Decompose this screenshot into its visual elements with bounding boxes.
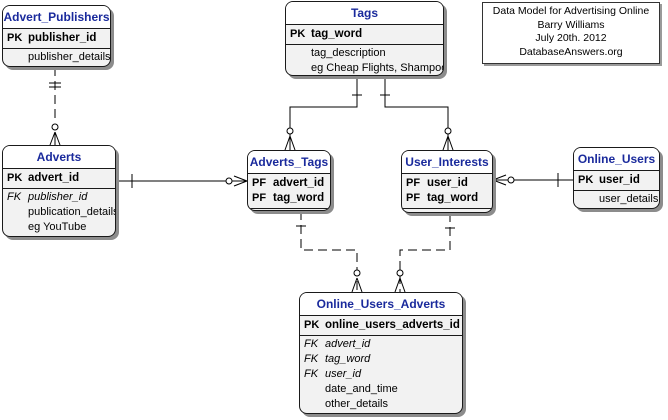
entity-title: Advert_Publishers <box>3 6 110 29</box>
attribute-field: date_and_time <box>304 382 458 397</box>
entity-online-users[interactable]: Online_Users PK user_id user_details <box>573 147 660 209</box>
field-name: advert_id <box>273 177 325 189</box>
relation-user-interests-online-users-adverts <box>394 213 455 293</box>
relation-publishers-adverts <box>49 67 61 146</box>
field-name: tag_word <box>273 192 325 204</box>
attribute-field: publisher_details <box>7 50 110 65</box>
entity-adverts[interactable]: Adverts PK advert_id FK publisher_id pub… <box>2 145 116 237</box>
attribute-field: eg Cheap Flights, Shampoo <box>290 61 443 75</box>
field-name: eg Cheap Flights, Shampoo <box>311 62 444 74</box>
pf-field: PF tag_word <box>252 191 326 206</box>
field-name: eg YouTube <box>28 221 87 233</box>
field-name: tag_word <box>311 28 363 40</box>
entity-adverts-tags[interactable]: Adverts_Tags PF advert_id PF tag_word <box>247 150 331 211</box>
relation-tags-adverts-tags <box>284 76 362 151</box>
fk-field: FK publisher_id <box>7 190 111 205</box>
attribute-field: publication_details <box>7 205 115 220</box>
field-name: advert_id <box>325 338 371 350</box>
field-name: publication_details <box>28 206 116 218</box>
note-title: Data Model for Advertising Online <box>492 5 650 17</box>
entity-title: User_Interests <box>402 151 492 174</box>
pk-field: PK user_id <box>578 173 655 188</box>
key-label: PK <box>290 28 306 40</box>
note-date: July 20th. 2012 <box>535 32 607 44</box>
field-name: tag_word <box>427 192 479 204</box>
key-label: PK <box>304 319 320 331</box>
field-name: user_id <box>325 368 362 380</box>
fk-field: FK user_id <box>304 367 458 382</box>
pk-field: PK advert_id <box>7 171 111 186</box>
note-website: DatabaseAnswers.org <box>519 45 623 58</box>
key-label: PK <box>7 32 23 44</box>
relation-adverts-tags-online-users-adverts <box>296 211 363 293</box>
field-name: other_details <box>325 398 388 410</box>
fk-field: FK advert_id <box>304 337 458 352</box>
attribute-field: tag_description <box>290 46 439 61</box>
entity-title: Adverts <box>3 146 115 169</box>
relation-tags-user-interests <box>380 76 454 151</box>
key-label: FK <box>7 191 22 203</box>
field-name: online_users_adverts_id <box>325 319 460 331</box>
key-label: PF <box>252 177 267 189</box>
key-label: PF <box>406 177 421 189</box>
key-label: FK <box>304 353 319 365</box>
entity-title: Tags <box>286 2 443 25</box>
key-label: PF <box>406 192 421 204</box>
pf-field: PF user_id <box>406 176 488 191</box>
relation-adverts-adverts-tags <box>116 174 248 188</box>
key-label: PK <box>578 174 594 186</box>
entity-tags[interactable]: Tags PK tag_word tag_description eg Chea… <box>285 1 444 76</box>
field-name: tag_word <box>325 353 371 365</box>
field-name: publisher_details <box>28 51 111 63</box>
attribute-field: user_details <box>578 192 659 207</box>
field-name: tag_description <box>311 47 386 59</box>
field-name: publisher_id <box>28 191 88 203</box>
key-label: FK <box>304 338 319 350</box>
attribute-field: eg YouTube <box>7 220 111 235</box>
field-name: date_and_time <box>325 383 398 395</box>
entity-online-users-adverts[interactable]: Online_Users_Adverts PK online_users_adv… <box>299 292 463 414</box>
field-name: user_details <box>599 193 659 205</box>
diagram-info-note: Data Model for Advertising Online Barry … <box>482 2 660 64</box>
key-label: FK <box>304 368 319 380</box>
entity-title: Adverts_Tags <box>248 151 330 174</box>
entity-title: Online_Users <box>574 148 659 171</box>
fk-field: FK tag_word <box>304 352 458 367</box>
attribute-field: other_details <box>304 397 458 412</box>
pk-field: PK publisher_id <box>7 31 106 46</box>
field-name: user_id <box>427 177 468 189</box>
relation-online-users-user-interests <box>492 173 573 187</box>
pk-field: PK online_users_adverts_id <box>304 318 460 333</box>
key-label: PF <box>252 192 267 204</box>
entity-advert-publishers[interactable]: Advert_Publishers PK publisher_id publis… <box>2 5 111 67</box>
entity-user-interests[interactable]: User_Interests PF user_id PF tag_word <box>401 150 493 213</box>
pf-field: PF advert_id <box>252 176 326 191</box>
field-name: advert_id <box>28 172 80 184</box>
entity-title: Online_Users_Adverts <box>300 293 462 316</box>
field-name: user_id <box>599 174 640 186</box>
note-author: Barry Williams <box>537 18 605 31</box>
key-label: PK <box>7 172 23 184</box>
field-name: publisher_id <box>28 32 97 44</box>
pk-field: PK tag_word <box>290 27 439 42</box>
pf-field: PF tag_word <box>406 191 488 206</box>
